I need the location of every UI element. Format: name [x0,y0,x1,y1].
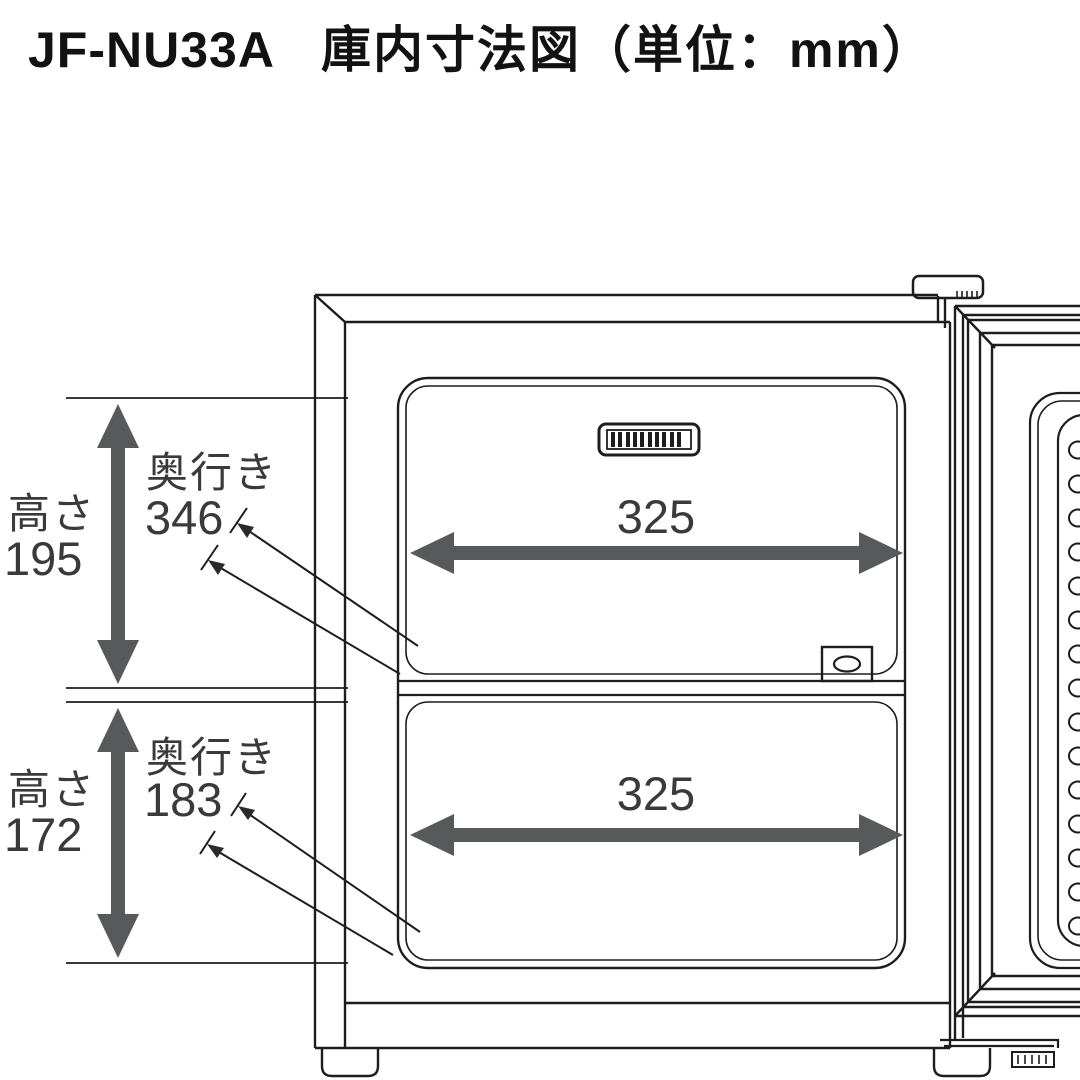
top-hinge [911,274,985,300]
upper-height-label: 高さ [8,490,96,537]
upper-height-value: 195 [4,532,82,585]
upper-depth-value: 346 [145,491,223,544]
fridge-cabinet [313,293,992,1078]
model-number: JF-NU33A [28,22,275,78]
upper-depth-dimension [200,507,419,675]
vent-grille-icon [597,422,701,457]
thermostat-box [820,645,874,683]
upper-compartment [405,385,898,675]
upper-height-arrow [97,404,139,684]
lower-width-arrow [410,814,903,856]
compartment-outline [396,376,907,970]
shelf-divider [398,679,905,697]
fridge-door [940,304,1080,1068]
lower-depth-value: 183 [144,773,222,826]
upper-width-arrow [410,532,903,574]
door-dimples [1068,440,1080,936]
upper-width-value: 325 [617,490,695,543]
extension-lines [66,397,348,964]
diagram-title: 庫内寸法図（単位：mm） [320,22,934,78]
door-bottom-hinge [940,1038,1060,1068]
lower-width-value: 325 [617,767,695,820]
lower-compartment [405,701,898,961]
lower-height-label: 高さ [8,766,96,813]
right-foot [932,1048,992,1078]
door-inner-panel [1028,391,1080,970]
lower-height-arrow [97,708,139,958]
page-title: JF-NU33A 庫内寸法図（単位：mm） [28,10,934,82]
inner-compartment [396,376,907,970]
upper-depth-label: 奥行き [146,449,278,496]
lower-depth-label: 奥行き [146,734,278,781]
lower-depth-dimension [199,792,421,956]
left-foot [320,1048,380,1078]
lower-height-value: 172 [4,808,82,861]
